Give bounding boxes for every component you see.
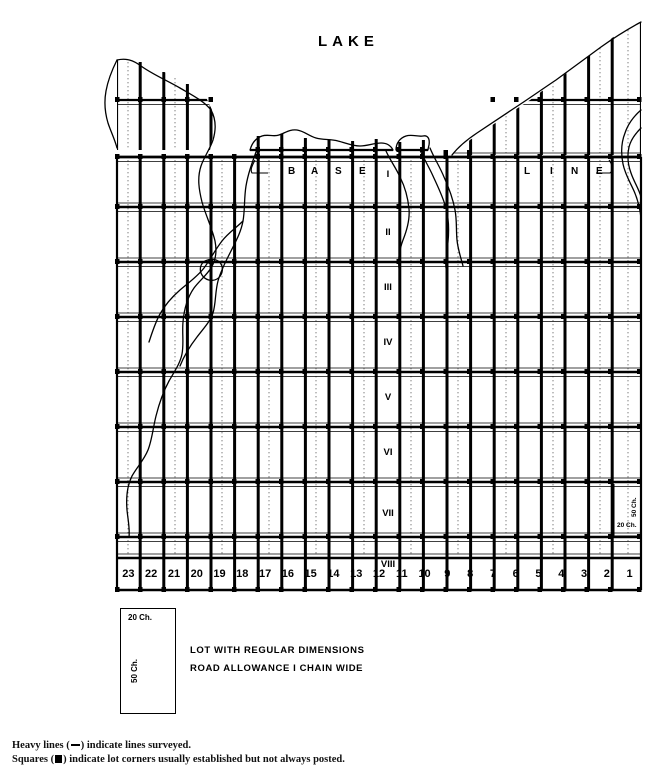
lot-number-13: 13 [350,568,363,580]
concession-label-iii: III [384,282,392,293]
base-line-letter-l: L [524,166,531,177]
dimension-leaders [613,484,639,537]
lot-number-16: 16 [281,568,294,580]
lot-number-2: 2 [603,568,610,580]
concession-label-i: I [386,169,390,180]
lot-number-14: 14 [327,568,340,580]
legend-road-allowance: ROAD ALLOWANCE I CHAIN WIDE [190,663,364,674]
legend-lot-dimensions: LOT WITH REGULAR DIMENSIONS [190,645,365,656]
concession-label-viii: VIII [380,559,396,570]
footnote-heavy-lines: Heavy lines ( ) indicate lines surveyed. [12,740,191,751]
left-headland-lots [115,60,214,150]
lot-number-23: 23 [122,568,135,580]
lot-number-6: 6 [512,568,519,580]
base-line-letter-b: B [288,166,296,177]
concession-label-vii: VII [382,508,394,519]
heavy-line-icon [70,743,80,746]
lot-number-17: 17 [258,568,272,580]
lake-shoreline [104,21,642,538]
concession-label-vi: VI [383,447,393,458]
base-line-letter-e2: E [596,166,603,177]
lot-number-9: 9 [444,568,451,580]
base-line-letter-n: N [571,166,579,177]
lot-number-8: 8 [467,568,474,580]
footnote-heavy-lines-suffix: ) indicate lines surveyed. [80,740,191,751]
centre-peninsula-lots [250,134,428,157]
headland-corner-squares [115,97,213,102]
lot-number-18: 18 [236,568,249,580]
lot-number-12: 12 [372,568,386,580]
lot-number-4: 4 [558,568,565,580]
lot-number-3: 3 [580,568,588,580]
concession-label-v: V [384,392,392,403]
corner-square-icon [55,755,63,764]
base-line-letter-a: A [311,166,319,177]
lot-number-21: 21 [167,568,181,580]
lot-number-15: 15 [304,568,317,580]
lot-number-22: 22 [145,568,158,580]
lot-number-7: 7 [489,568,496,580]
sample-lot-box [120,608,176,714]
footnote-squares-suffix: ) indicate lot corners usually establish… [63,754,345,765]
concession-grid [115,154,643,592]
footnote-heavy-lines-prefix: Heavy lines ( [12,740,70,751]
sample-lot-width-label: 20 Ch. [128,613,153,622]
lot-depth-dimension: 50 Ch. [631,497,638,517]
lot-number-1: 1 [626,568,633,580]
concession-label-iv: IV [383,337,393,348]
road-allowance-lines [117,161,641,555]
lake-label: LAKE [318,33,379,50]
concession-label-ii: II [385,227,391,238]
footnote-squares-prefix: Squares ( [12,754,55,765]
base-line-letter-e: E [359,166,366,177]
lot-number-10: 10 [418,568,431,580]
base-line-letter-i: I [550,166,553,177]
lot-number-5: 5 [535,568,542,580]
lot-width-dimension: 20 Ch. [617,522,637,529]
base-line-letter-s: S [335,166,342,177]
sample-lot-depth-label: 50 Ch. [130,658,139,683]
lot-number-19: 19 [213,568,226,580]
lot-number-20: 20 [190,568,203,580]
label-leaders [250,159,613,174]
right-headland-lots [443,22,642,155]
lot-number-11: 11 [395,568,408,580]
footnote-squares: Squares ( ) indicate lot corners usually … [12,754,345,765]
